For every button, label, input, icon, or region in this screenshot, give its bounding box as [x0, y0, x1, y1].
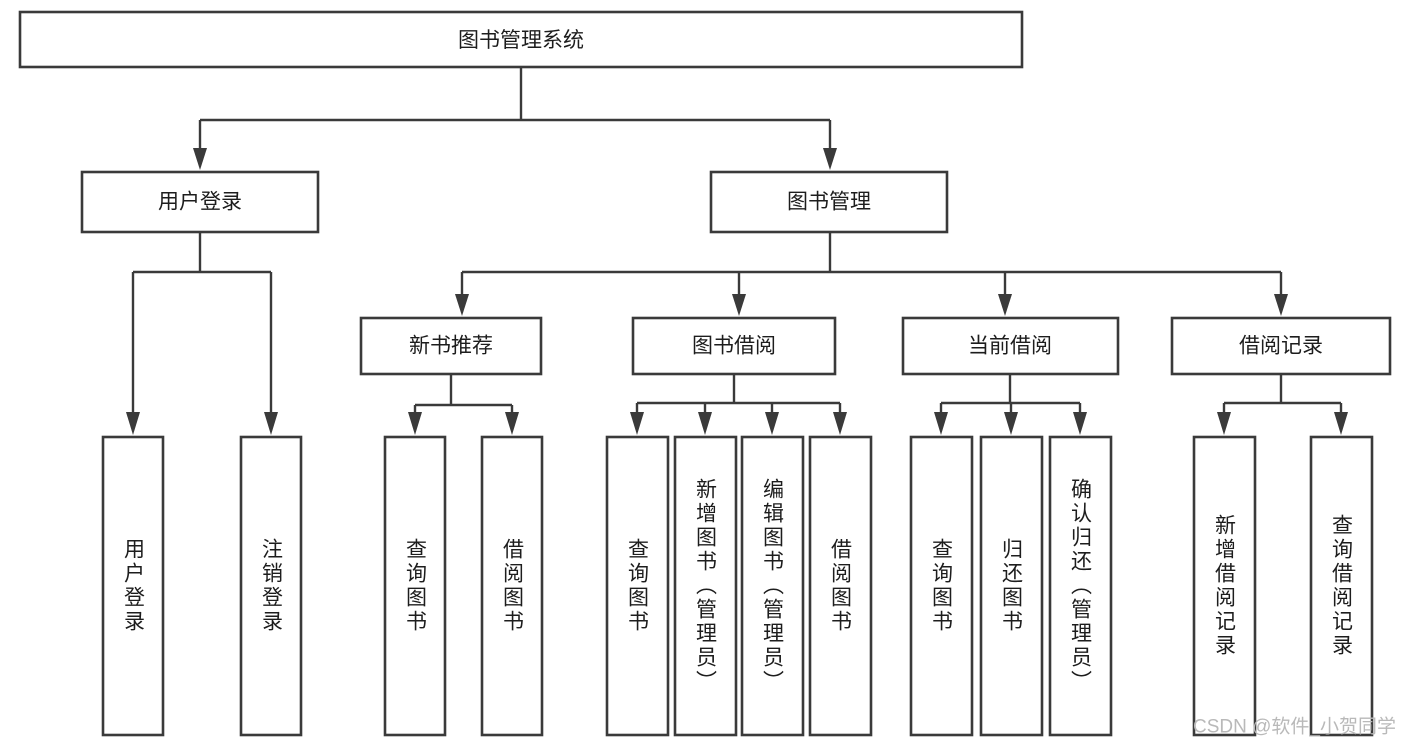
node-book-management-label: 图书管理: [787, 191, 871, 214]
arrow-to-leaf-add-book: [698, 412, 712, 435]
leaf-query-book-rec[interactable]: 查询图书: [383, 435, 447, 737]
leaf-borrow-book-rec-label: 借阅图书: [501, 538, 525, 634]
node-user-login-label: 用户登录: [158, 191, 242, 214]
arrow-to-leaf-confirm-return: [1073, 412, 1087, 435]
node-user-login[interactable]: 用户登录: [80, 170, 320, 234]
leaf-add-borrow-record-label: 新增借阅记录: [1213, 514, 1237, 658]
leaf-query-book-borrow-box[interactable]: [605, 435, 670, 737]
leaf-add-book-admin-label: 新增图书（管理员）: [694, 478, 718, 694]
node-book-management-box[interactable]: [709, 170, 949, 234]
arrow-to-leaf-query-record: [1334, 412, 1348, 435]
leaf-edit-book-admin-box[interactable]: [740, 435, 805, 737]
leaf-borrow-book-rec-box[interactable]: [480, 435, 544, 737]
connectors-borrowrecord-to-leaves: [1217, 374, 1348, 435]
leaf-query-book-rec-label: 查询图书: [404, 538, 428, 634]
node-current-borrow-box[interactable]: [901, 316, 1120, 376]
connectors-newbookrec-to-leaves: [408, 374, 519, 435]
leaf-query-book-current-label: 查询图书: [930, 538, 954, 634]
leaf-query-book-rec-box[interactable]: [383, 435, 447, 737]
leaf-query-book-borrow[interactable]: 查询图书: [605, 435, 670, 737]
leaf-user-login-label: 用户登录: [122, 538, 146, 634]
leaf-add-borrow-record-box[interactable]: [1192, 435, 1257, 737]
node-borrow-record-label: 借阅记录: [1239, 335, 1323, 358]
leaf-query-borrow-record-label: 查询借阅记录: [1330, 514, 1354, 658]
arrow-to-leaf-query-book-3: [934, 412, 948, 435]
node-new-book-recommend-label: 新书推荐: [409, 335, 493, 358]
arrow-to-leaf-borrow-book-2: [833, 412, 847, 435]
arrow-to-leaf-user-login: [126, 412, 140, 435]
node-borrow-record[interactable]: 借阅记录: [1170, 316, 1392, 376]
node-borrow-record-box[interactable]: [1170, 316, 1392, 376]
connectors-userlogin-to-leaves: [126, 232, 278, 435]
arrow-to-new-book-rec: [455, 294, 469, 316]
leaf-logout-box[interactable]: [239, 435, 303, 737]
leaf-edit-book-admin-label: 编辑图书（管理员）: [761, 478, 785, 694]
leaf-add-book-admin[interactable]: 新增图书（管理员）: [673, 435, 738, 737]
arrow-to-leaf-add-record: [1217, 412, 1231, 435]
leaf-logout-label: 注销登录: [260, 538, 284, 634]
leaf-confirm-return-admin[interactable]: 确认归还（管理员）: [1048, 435, 1113, 737]
node-current-borrow[interactable]: 当前借阅: [901, 316, 1120, 376]
arrow-to-book-borrow: [732, 294, 746, 316]
leaf-add-borrow-record[interactable]: 新增借阅记录: [1192, 435, 1257, 737]
leaf-confirm-return-admin-box[interactable]: [1048, 435, 1113, 737]
leaf-borrow-book-rec[interactable]: 借阅图书: [480, 435, 544, 737]
arrow-to-user-login: [193, 148, 207, 170]
node-new-book-recommend[interactable]: 新书推荐: [359, 316, 543, 376]
arrow-to-leaf-return-book: [1004, 412, 1018, 435]
leaf-edit-book-admin[interactable]: 编辑图书（管理员）: [740, 435, 805, 737]
connectors-bookmgmt-to-level3: [455, 232, 1288, 316]
leaf-return-book[interactable]: 归还图书: [979, 435, 1044, 737]
leaf-add-book-admin-box[interactable]: [673, 435, 738, 737]
node-root[interactable]: 图书管理系统: [18, 10, 1024, 69]
connectors-currentborrow-to-leaves: [934, 374, 1087, 435]
leaf-query-book-current-box[interactable]: [909, 435, 974, 737]
leaf-query-book-current[interactable]: 查询图书: [909, 435, 974, 737]
leaf-borrow-book-label: 借阅图书: [829, 538, 853, 634]
arrow-to-leaf-query-book-1: [408, 412, 422, 435]
leaf-logout[interactable]: 注销登录: [239, 435, 303, 737]
connectors-root-to-level2: [193, 67, 837, 170]
node-new-book-recommend-box[interactable]: [359, 316, 543, 376]
leaf-user-login-box[interactable]: [101, 435, 165, 737]
leaf-confirm-return-admin-label: 确认归还（管理员）: [1069, 478, 1093, 694]
node-book-borrow[interactable]: 图书借阅: [631, 316, 837, 376]
arrow-to-leaf-logout: [264, 412, 278, 435]
arrow-to-leaf-borrow-book-1: [505, 412, 519, 435]
leaf-borrow-book[interactable]: 借阅图书: [808, 435, 873, 737]
arrow-to-current-borrow: [998, 294, 1012, 316]
node-root-label: 图书管理系统: [458, 29, 584, 52]
node-book-borrow-label: 图书借阅: [692, 335, 776, 358]
arrow-to-book-mgmt: [823, 148, 837, 170]
leaf-borrow-book-box[interactable]: [808, 435, 873, 737]
node-root-box[interactable]: [18, 10, 1024, 69]
csdn-watermark: CSDN @软件_小贺同学: [1193, 716, 1396, 738]
leaf-return-book-label: 归还图书: [1000, 538, 1024, 634]
node-book-management[interactable]: 图书管理: [709, 170, 949, 234]
leaf-return-book-box[interactable]: [979, 435, 1044, 737]
arrow-to-borrow-record: [1274, 294, 1288, 316]
leaf-user-login[interactable]: 用户登录: [101, 435, 165, 737]
leaf-query-borrow-record-box[interactable]: [1309, 435, 1374, 737]
node-current-borrow-label: 当前借阅: [968, 335, 1052, 358]
arrow-to-leaf-edit-book: [765, 412, 779, 435]
arrow-to-leaf-query-book-2: [630, 412, 644, 435]
connectors-bookborrow-to-leaves: [630, 374, 847, 435]
leaf-query-borrow-record[interactable]: 查询借阅记录: [1309, 435, 1374, 737]
leaf-query-book-borrow-label: 查询图书: [626, 538, 650, 634]
node-book-borrow-box[interactable]: [631, 316, 837, 376]
node-user-login-box[interactable]: [80, 170, 320, 234]
